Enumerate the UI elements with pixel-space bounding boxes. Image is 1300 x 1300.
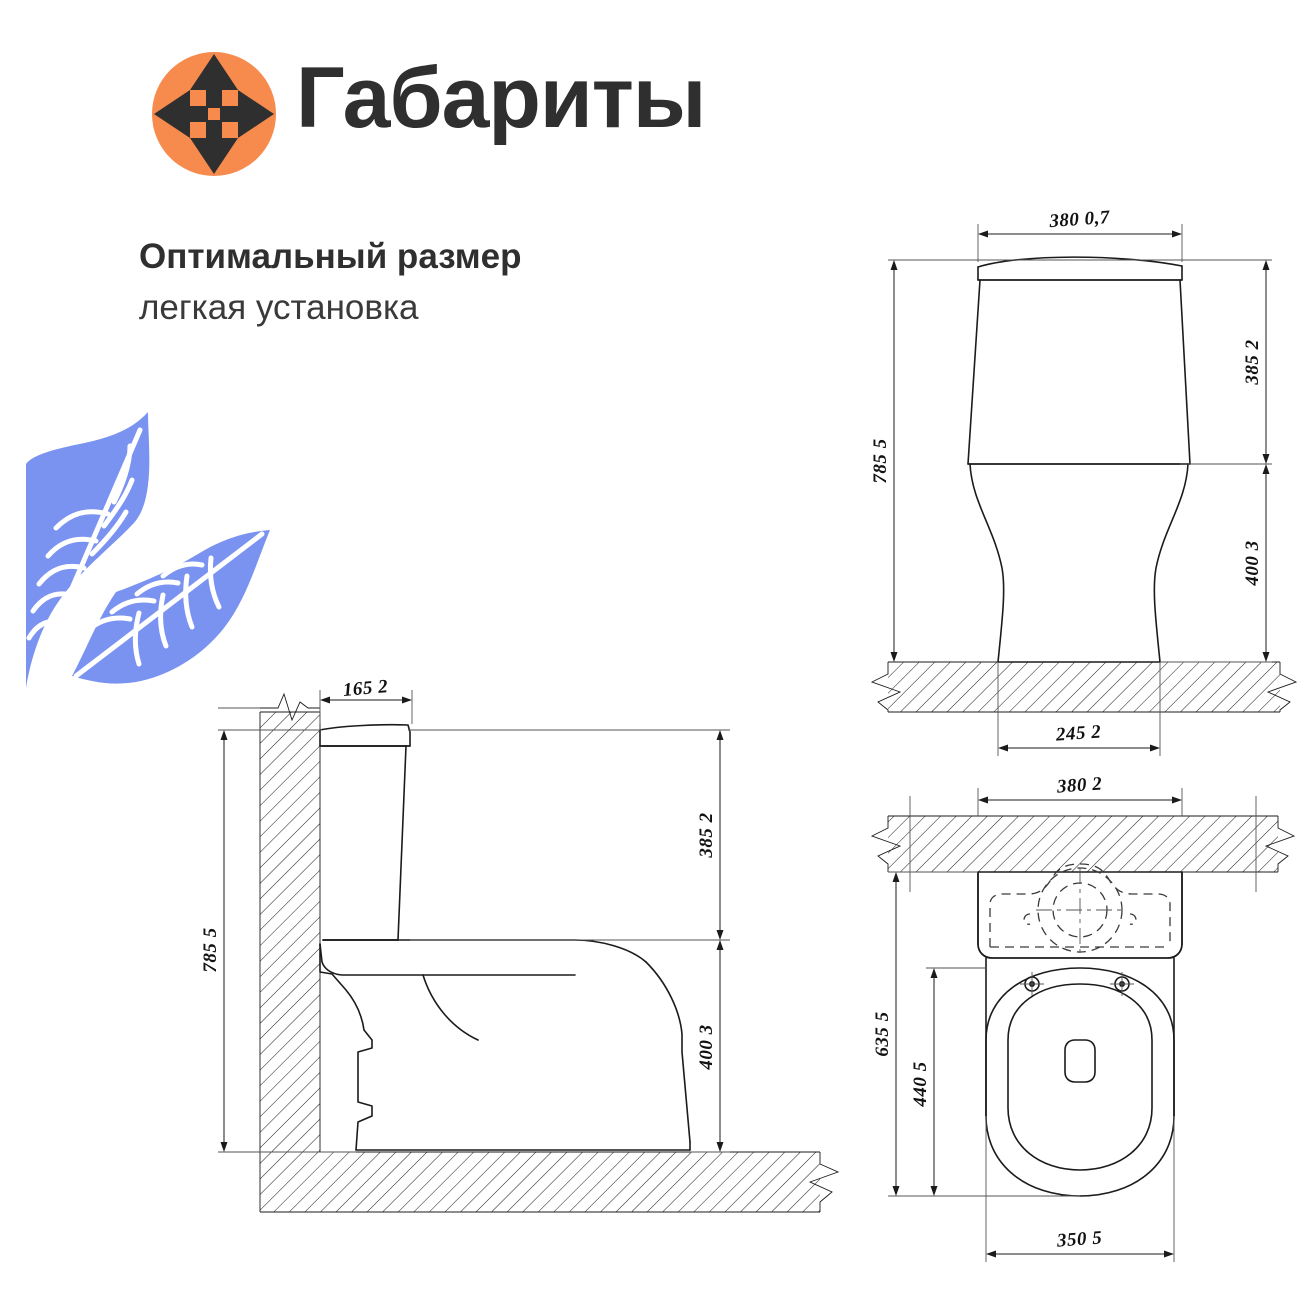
front-elevation-drawing: 380 0,7 785 5 385 2 [860, 192, 1300, 772]
dimension-bowl-height: 400 3 [696, 940, 724, 1152]
dimension-total-height: 785 5 [200, 730, 228, 1152]
tank-plan-outline [977, 871, 1183, 959]
toilet-side-profile [319, 723, 691, 1151]
side-elevation-drawing: 165 2 785 5 385 2 [160, 672, 860, 1272]
dimension-total-depth: 635 5 [872, 872, 900, 1196]
tank-small-holes [1023, 913, 1137, 925]
dim-label-440-5: 440 5 [910, 1061, 931, 1107]
page-title: Габариты [296, 50, 706, 146]
dimension-bowl-height: 400 3 [1242, 464, 1270, 662]
wall-section [870, 796, 1296, 892]
dimension-tank-depth: 165 2 [319, 676, 413, 724]
dim-label-400-3: 400 3 [1242, 540, 1263, 586]
move-arrows-icon [148, 48, 280, 180]
mounting-bolt-right [1110, 972, 1134, 996]
dim-label-245-2: 245 2 [1054, 721, 1102, 745]
wall-section [218, 692, 321, 1152]
floor-section [870, 661, 1298, 713]
dimension-foot-width: 245 2 [997, 662, 1161, 756]
dimension-lid-width: 380 0,7 [977, 207, 1183, 262]
dimension-bowl-width: 350 5 [985, 1116, 1175, 1262]
dim-label-385-2: 385 2 [1242, 339, 1263, 385]
dim-label-350-5: 350 5 [1055, 1227, 1103, 1251]
dim-label-635-5: 635 5 [872, 1011, 893, 1056]
dim-label-380-07: 380 0,7 [1048, 207, 1112, 232]
plan-view-drawing: 380 2 635 5 440 5 [860, 772, 1300, 1282]
tank-internal-dashed-outline [989, 863, 1171, 948]
dimension-tank-height: 385 2 [1242, 260, 1270, 464]
dimension-total-height: 785 5 [870, 260, 898, 662]
dim-label-385-2: 385 2 [696, 812, 717, 858]
toilet-front-profile [967, 256, 1191, 663]
dimension-tank-width: 380 2 [977, 773, 1183, 816]
mounting-bolt-left [1020, 972, 1044, 996]
dim-label-785-5: 785 5 [870, 438, 891, 483]
bowl-plan-outline [985, 957, 1175, 1197]
dim-label-380-2: 380 2 [1055, 773, 1103, 797]
floor-section [259, 1151, 840, 1213]
subtitle-secondary: легкая установка [139, 288, 419, 327]
dim-label-165-2: 165 2 [342, 676, 389, 701]
subtitle-primary: Оптимальный размер [139, 237, 522, 276]
leaves-icon [8, 404, 288, 704]
dim-label-785-5: 785 5 [200, 927, 221, 972]
dim-label-400-3: 400 3 [696, 1024, 717, 1070]
dimension-tank-height: 385 2 [696, 730, 724, 940]
dimension-bowl-depth: 440 5 [910, 968, 938, 1196]
flush-button-dashed-circles [1036, 867, 1124, 956]
